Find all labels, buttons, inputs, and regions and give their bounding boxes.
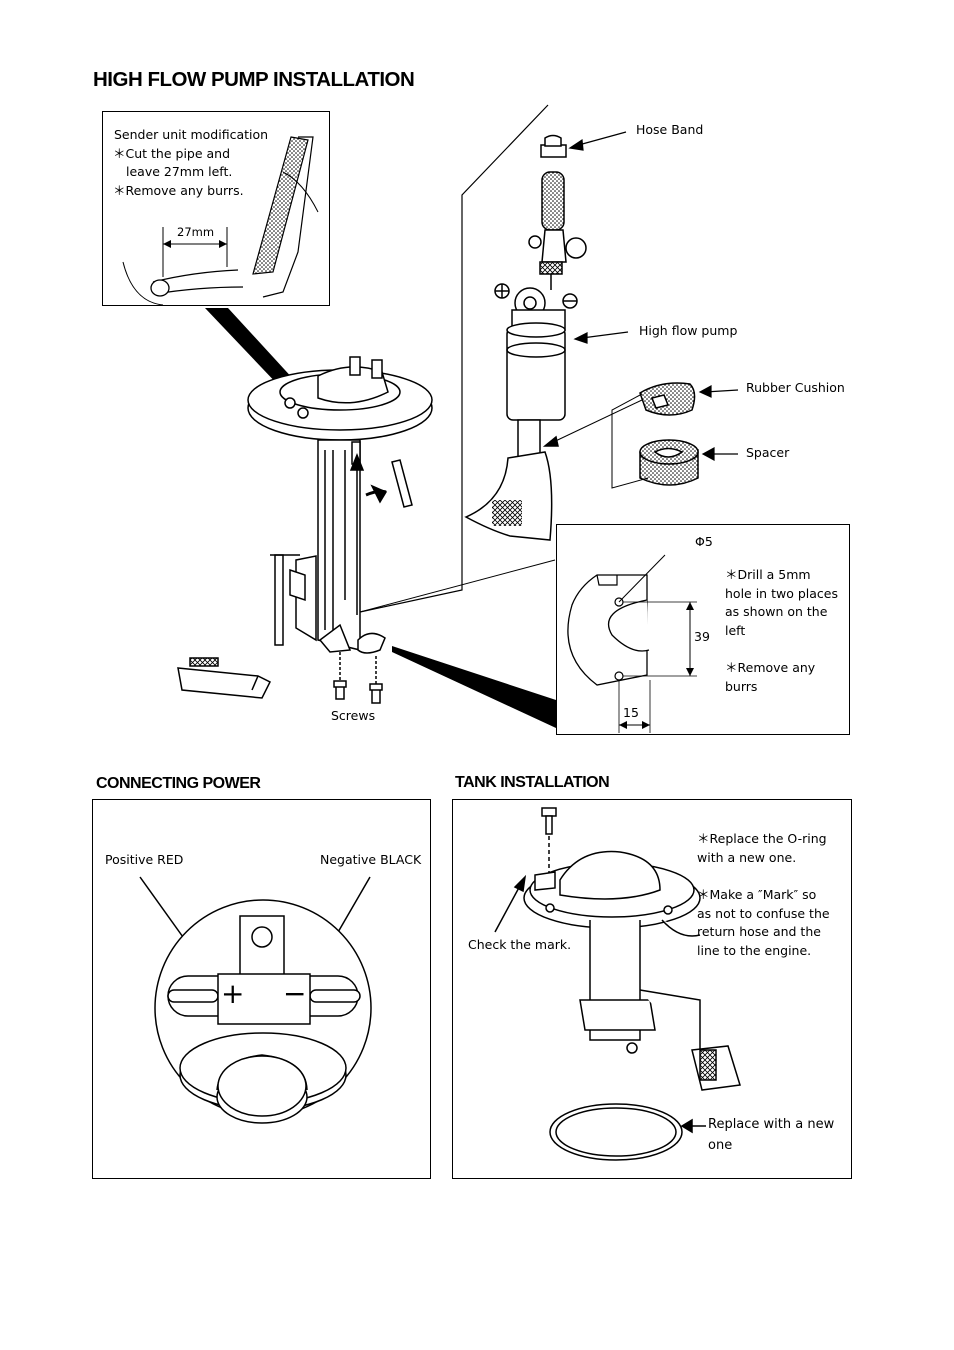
drill-notes: ＊Drill a 5mm hole in two places as shown… xyxy=(725,567,838,638)
drill-detail-inset: Φ5 39 15 ＊Drill a 5mm hole in two places… xyxy=(556,524,850,735)
leader-arrows xyxy=(568,131,739,462)
burr-notes: ＊Remove any burrs xyxy=(725,660,816,694)
drill-template-drawing xyxy=(567,554,697,733)
pipe-cut-drawing xyxy=(122,136,319,305)
pump-stack xyxy=(464,134,699,541)
label-positive-red: Positive RED xyxy=(105,852,184,867)
sender-line-2: leave 27mm left. xyxy=(126,164,233,179)
sender-line-3: ＊Remove any burrs. xyxy=(113,183,244,198)
dimension-15: 15 xyxy=(623,705,639,720)
label-negative-black: Negative BLACK xyxy=(320,852,422,867)
replace-oring-label: Replace with a new one xyxy=(708,1117,835,1153)
plus-symbol: + xyxy=(221,977,245,1010)
diameter-label: Φ5 xyxy=(695,534,713,549)
tank-installation-drawing xyxy=(494,807,741,1161)
sender-line-1: ＊Cut the pipe and xyxy=(113,146,231,161)
label-high-flow-pump: High flow pump xyxy=(639,323,738,338)
connecting-power-title: CONNECTING POWER xyxy=(96,775,261,792)
check-mark-label: Check the mark. xyxy=(468,937,572,952)
label-screws: Screws xyxy=(331,708,376,723)
mark-note: ＊Make a ″Mark″ so as not to confuse the … xyxy=(697,887,830,958)
dimension-39: 39 xyxy=(694,629,710,644)
oring-note: ＊Replace the O-ring with a new one. xyxy=(697,831,827,865)
sender-heading: Sender unit modification xyxy=(114,127,269,142)
cut-dimension: 27mm xyxy=(177,225,215,239)
minus-symbol: − xyxy=(283,977,307,1010)
tank-installation-title: TANK INSTALLATION xyxy=(455,774,610,791)
tank-installation-box xyxy=(452,799,852,1179)
label-rubber-cushion: Rubber Cushion xyxy=(746,380,845,395)
pump-terminal-drawing xyxy=(139,876,372,1124)
sender-modification-inset: Sender unit modification ＊Cut the pipe a… xyxy=(102,111,330,306)
label-spacer: Spacer xyxy=(746,445,790,460)
connecting-power-box xyxy=(92,799,431,1179)
callout-wedge-drill xyxy=(392,646,556,728)
page-title: HIGH FLOW PUMP INSTALLATION xyxy=(93,68,415,91)
sender-unit xyxy=(177,356,433,704)
label-hose-band: Hose Band xyxy=(636,122,704,137)
